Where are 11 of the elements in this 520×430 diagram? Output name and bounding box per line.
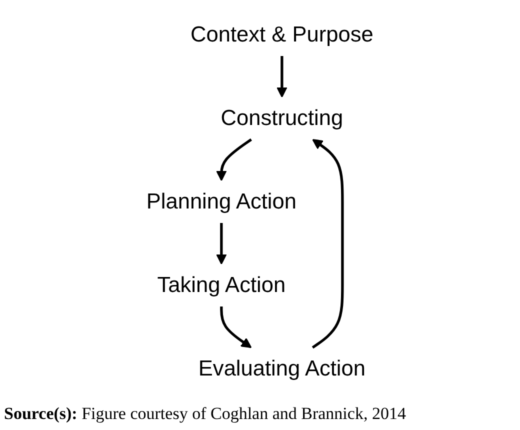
arrow (216, 138, 252, 182)
stage-label: Evaluating Action (198, 355, 366, 382)
arrow (220, 306, 252, 348)
arrow (276, 56, 288, 98)
arrow (312, 139, 344, 349)
stage-label: Taking Action (157, 272, 286, 299)
stage-label: Planning Action (146, 188, 297, 216)
caption: Source(s): Figure courtesy of Coghlan and Brannick, 2014 (4, 404, 407, 424)
stage-label: Context & Purpose (190, 21, 374, 48)
stage-label: Constructing (220, 104, 344, 132)
arrow (216, 222, 227, 265)
